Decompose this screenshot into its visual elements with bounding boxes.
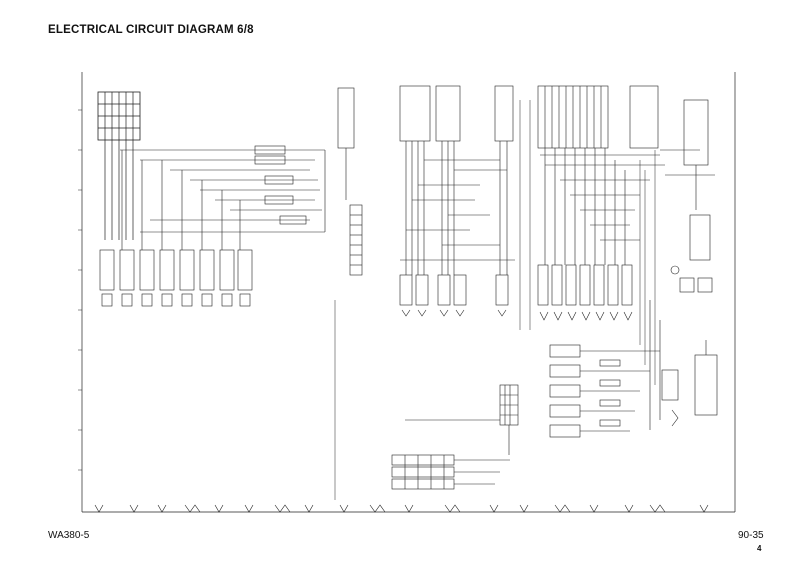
lower-right-connectors bbox=[549, 344, 660, 438]
diagram-frame bbox=[78, 72, 736, 513]
lower-mid-connector bbox=[405, 384, 519, 455]
bottom-harness-block bbox=[391, 454, 510, 490]
left-horizontal-wires bbox=[120, 149, 326, 233]
middle-connector-block bbox=[399, 85, 515, 317]
page-title: ELECTRICAL CIRCUIT DIAGRAM 6/8 bbox=[48, 24, 254, 36]
left-vertical-drops bbox=[121, 150, 241, 250]
page-number: 90-35 bbox=[738, 530, 764, 541]
ground-markers bbox=[94, 504, 709, 513]
right-connector-block bbox=[537, 85, 665, 321]
frame-ticks bbox=[78, 109, 82, 471]
left-switch-row bbox=[99, 249, 253, 307]
bus-lines bbox=[334, 100, 656, 500]
left-connector-block bbox=[97, 91, 141, 240]
model-label: WA380-5 bbox=[48, 530, 90, 541]
page-sub-number: 4 bbox=[757, 544, 762, 553]
left-fuse-symbols bbox=[254, 145, 307, 225]
upper-mid-connector bbox=[337, 87, 363, 276]
far-right-components bbox=[649, 99, 718, 430]
